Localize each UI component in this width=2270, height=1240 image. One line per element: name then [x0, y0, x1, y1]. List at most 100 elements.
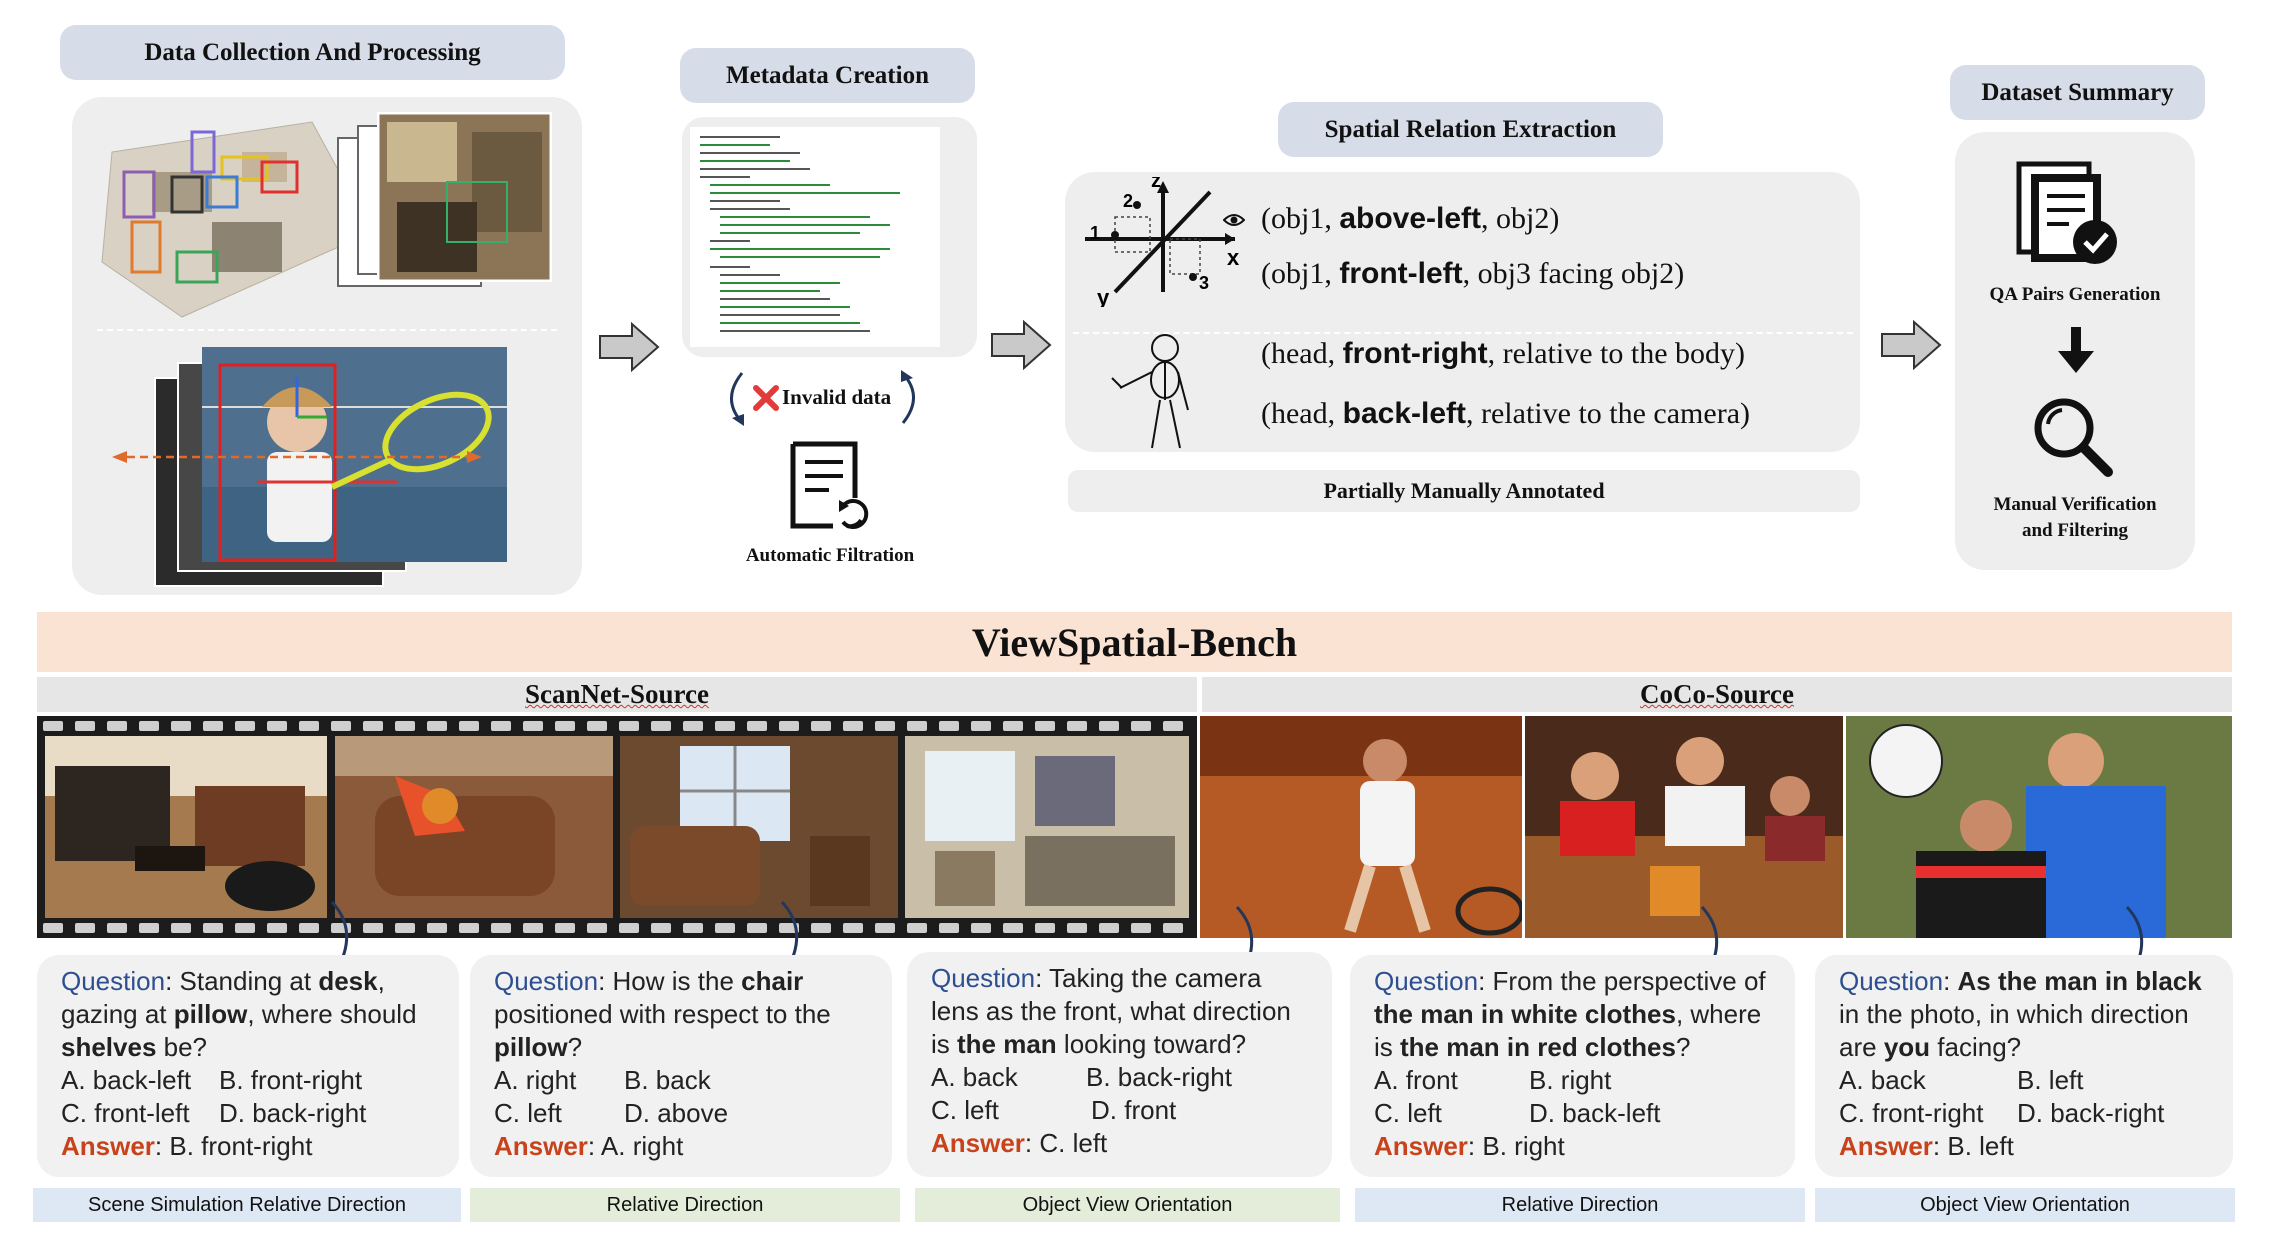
film-sprocket-hole	[1099, 923, 1119, 933]
chair-pillow-photo	[335, 736, 613, 918]
question-card-1: Question: Standing at desk, gazing at pi…	[37, 955, 459, 1177]
question-keyword: the man in red clothes	[1400, 1032, 1676, 1062]
relation-3: (head, front-right, relative to the body…	[1261, 337, 1745, 370]
film-sprocket-hole	[1067, 923, 1087, 933]
relation-4: (head, back-left, relative to the camera…	[1261, 397, 1751, 430]
film-sprocket-hole	[1099, 721, 1119, 731]
mannequin-icon	[1111, 334, 1189, 449]
film-sprocket-hole	[939, 923, 959, 933]
question-fragment: ?	[1675, 1032, 1691, 1062]
film-sprocket-hole	[811, 923, 831, 933]
film-sprocket-hole	[715, 923, 735, 933]
category-tag-2: Relative Direction	[470, 1188, 900, 1222]
category-tag-3: Object View Orientation	[915, 1188, 1340, 1222]
film-sprocket-hole	[459, 923, 479, 933]
soccer-players-photo	[1846, 716, 2232, 938]
scene-3d-image	[101, 121, 373, 318]
film-sprocket-hole	[555, 721, 575, 731]
film-sprocket-hole	[139, 923, 159, 933]
qa-generation-label: QA Pairs Generation	[1989, 284, 2161, 305]
film-sprocket-hole	[843, 923, 863, 933]
film-sprocket-hole	[1131, 923, 1151, 933]
film-sprocket-hole	[491, 923, 511, 933]
answer-line: Answer: B. left	[1839, 1131, 2014, 1161]
film-sprocket-hole	[1067, 721, 1087, 731]
question-fragment: in the photo, in which direction are	[1839, 999, 2189, 1062]
film-sprocket-hole	[939, 721, 959, 731]
question-fragment: looking toward?	[1056, 1029, 1247, 1059]
question-fragment: ?	[567, 1032, 583, 1062]
axis-y-label: y	[1097, 285, 1110, 307]
point-3-label: 3	[1199, 273, 1209, 293]
film-sprocket-hole	[683, 721, 703, 731]
question-fragment: , where is	[1374, 999, 1762, 1062]
answer-line: Answer: B. front-right	[61, 1131, 313, 1161]
point-2-label: 2	[1123, 191, 1133, 211]
question-text: Question: How is the chair positioned wi…	[494, 966, 831, 1062]
film-sprocket-hole	[587, 721, 607, 731]
axes-icon: z x y 1 2 3	[1085, 177, 1240, 307]
question-text: Question: Standing at desk, gazing at pi…	[61, 966, 417, 1062]
stage-summary-label: Dataset Summary	[1950, 65, 2205, 120]
film-sprocket-hole	[171, 721, 191, 731]
film-sprocket-hole	[1003, 923, 1023, 933]
orientation-dashed-arrow-icon	[112, 451, 482, 463]
gray-arrow-icon	[599, 322, 660, 372]
curved-arrow-icon	[901, 370, 915, 424]
stage-spatial-label: Spatial Relation Extraction	[1278, 102, 1663, 157]
film-sprocket-hole	[1163, 923, 1183, 933]
film-sprocket-hole	[651, 721, 671, 731]
film-sprocket-hole	[523, 923, 543, 933]
tennis-photo-image	[202, 347, 507, 562]
film-sprocket-hole	[331, 923, 351, 933]
film-sprocket-hole	[715, 721, 735, 731]
tennis-man-photo	[1200, 716, 1522, 938]
film-sprocket-hole	[395, 721, 415, 731]
relation-2: (obj1, front-left, obj3 facing obj2)	[1261, 257, 1685, 290]
film-sprocket-hole	[811, 721, 831, 731]
verification-label-2: and Filtering	[2021, 520, 2129, 541]
cross-icon	[753, 385, 779, 411]
question-keyword: the man	[957, 1029, 1057, 1059]
film-sprocket-hole	[235, 923, 255, 933]
room-photo-image	[377, 112, 552, 282]
film-sprocket-hole	[267, 721, 287, 731]
film-sprocket-hole	[363, 923, 383, 933]
question-keyword: desk	[318, 966, 378, 996]
automatic-filtration-label: Automatic Filtration	[745, 545, 915, 566]
question-card-2: Question: How is the chair positioned wi…	[470, 955, 892, 1177]
film-sprocket-hole	[971, 923, 991, 933]
question-fragment: : From the perspective of	[1478, 966, 1766, 996]
film-sprocket-hole	[331, 721, 351, 731]
question-fragment: : Standing at	[165, 966, 319, 996]
eye-icon	[1223, 214, 1245, 226]
answer-line: Answer: B. right	[1374, 1131, 1565, 1161]
film-sprocket-hole	[907, 923, 927, 933]
point-1-label: 1	[1090, 223, 1100, 243]
question-card-5: Question: As the man in black in the pho…	[1815, 955, 2233, 1177]
partially-manual-label: Partially Manually Annotated	[1068, 470, 1860, 512]
office-room-photo	[905, 736, 1189, 918]
film-sprocket-hole	[395, 923, 415, 933]
film-sprocket-hole	[43, 923, 63, 933]
question-keyword: chair	[741, 966, 804, 996]
film-sprocket-hole	[619, 923, 639, 933]
film-sprocket-hole	[747, 721, 767, 731]
question-fragment: positioned with respect to the	[494, 999, 831, 1029]
collection-panel	[72, 97, 582, 595]
scannet-film-strip	[37, 716, 1197, 938]
question-card-4: Question: From the perspective of the ma…	[1350, 955, 1795, 1177]
film-sprocket-hole	[75, 721, 95, 731]
checklist-icon	[2016, 161, 2117, 264]
film-sprocket-hole	[619, 721, 639, 731]
summary-panel: QA Pairs Generation Manual Verification …	[1955, 132, 2195, 570]
gray-arrow-icon	[1881, 320, 1942, 370]
category-tag-5: Object View Orientation	[1815, 1188, 2235, 1222]
